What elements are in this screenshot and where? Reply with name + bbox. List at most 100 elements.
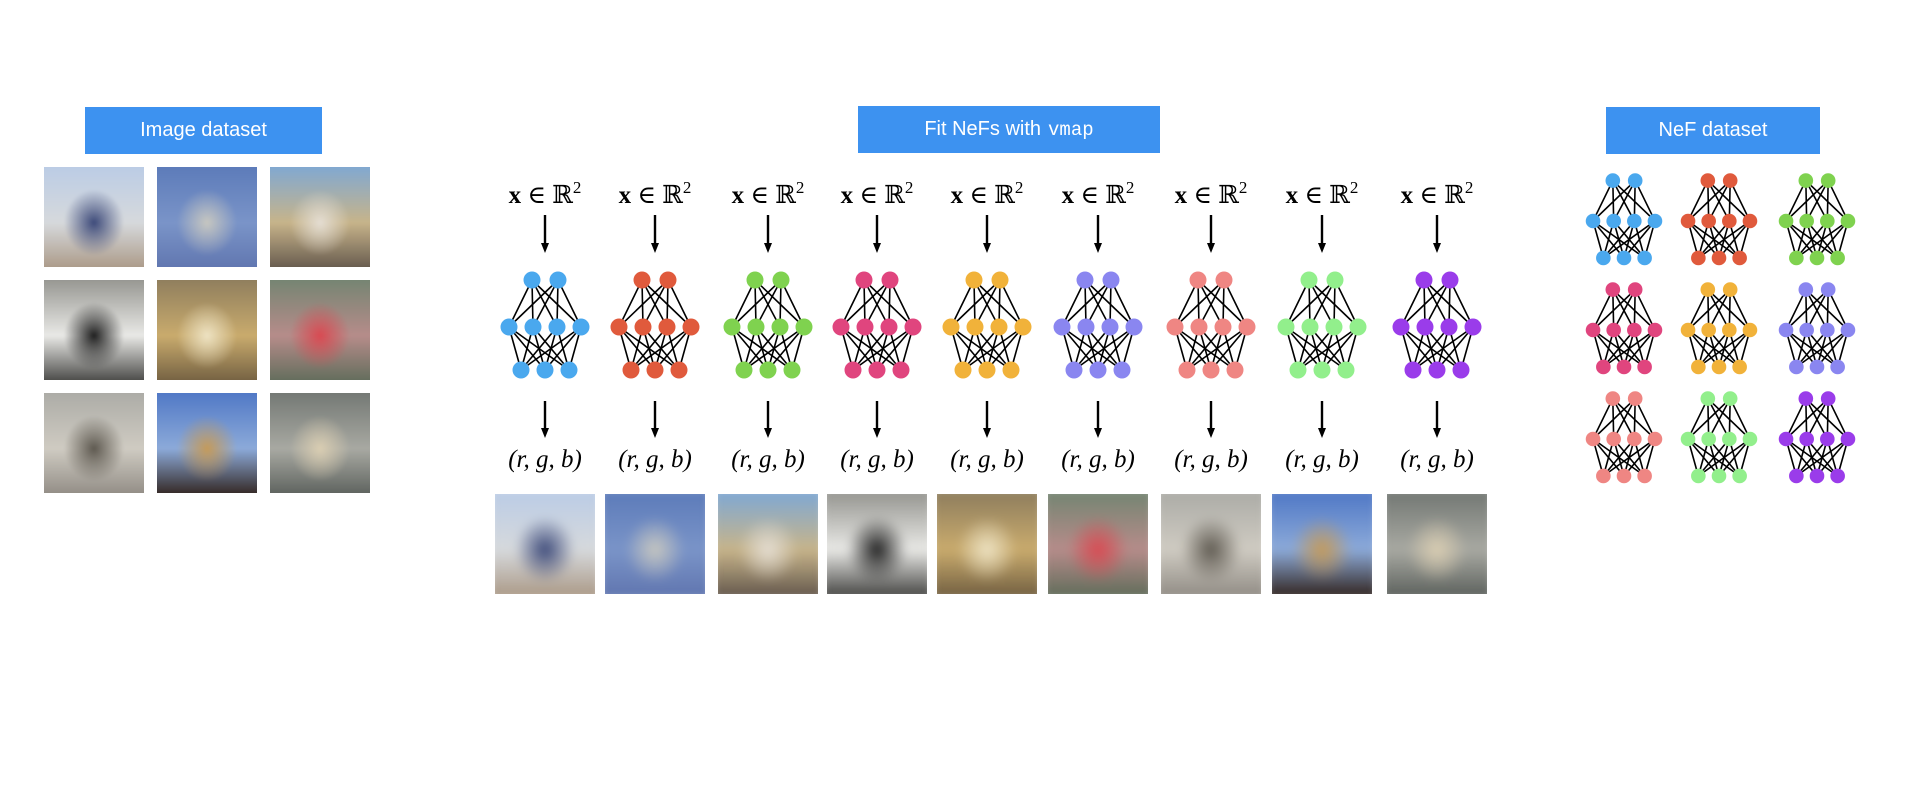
network-node — [610, 318, 628, 336]
network-edge — [667, 279, 692, 328]
network-node — [1799, 431, 1814, 447]
network-node — [904, 318, 922, 336]
network-node — [1799, 213, 1814, 229]
network-edge — [1697, 329, 1751, 368]
network-edge — [1084, 279, 1111, 328]
output-label-4: (r, g, b) — [840, 446, 914, 473]
network-node — [1215, 271, 1233, 289]
nef-dataset-network-8 — [1680, 391, 1758, 484]
network-node — [844, 361, 862, 379]
network-node — [1722, 431, 1737, 447]
network-node — [1606, 431, 1621, 447]
output-label-3: (r, g, b) — [731, 446, 805, 473]
network-edge — [1174, 279, 1225, 328]
network-node — [1809, 468, 1825, 484]
fit-network-5 — [942, 271, 1032, 379]
network-edge — [654, 326, 692, 371]
network-edge — [1602, 329, 1635, 368]
network-node — [1799, 322, 1814, 338]
network-edge — [1602, 438, 1635, 477]
network-edge — [1687, 398, 1731, 440]
network-node — [1830, 359, 1845, 375]
network-node — [659, 271, 677, 289]
reconstruction-decorated-vehicle — [1048, 494, 1148, 594]
network-node — [1701, 431, 1716, 447]
network-node — [1742, 431, 1758, 447]
network-edge — [1424, 279, 1451, 328]
network-edge — [1309, 279, 1336, 328]
network-edge — [532, 279, 559, 328]
fit-nefs-header: Fit NeFs with vmap — [858, 106, 1160, 153]
output-label-1: (r, g, b) — [508, 446, 582, 473]
network-node — [1596, 250, 1611, 266]
network-edge — [1816, 220, 1849, 259]
network-edge — [1602, 220, 1635, 259]
fit-nefs-header-label: Fit NeFs with — [924, 118, 1042, 140]
network-edge — [630, 326, 692, 371]
network-node — [1392, 318, 1410, 336]
network-node — [771, 318, 789, 336]
network-node — [1798, 282, 1814, 297]
nef-dataset-network-4 — [1585, 282, 1663, 375]
network-node — [633, 271, 651, 289]
input-label-5: x ∈ ℝ2 — [951, 178, 1024, 209]
network-node — [572, 318, 590, 336]
reconstruction-bird-on-branch — [1387, 494, 1487, 594]
network-node — [1711, 468, 1727, 484]
network-edge — [889, 279, 914, 328]
network-edge — [520, 326, 558, 371]
network-edge — [1285, 279, 1310, 328]
network-edge — [1687, 398, 1709, 440]
reconstruction-yellow-car-content — [937, 494, 1037, 594]
network-node — [1313, 361, 1331, 379]
fit-network-8 — [1277, 271, 1367, 379]
network-edge — [1805, 180, 1829, 222]
nef-dataset-header-label: NeF dataset — [1658, 119, 1768, 141]
network-edge — [780, 279, 805, 328]
network-node — [1798, 391, 1814, 406]
network-node — [523, 271, 541, 289]
image-airplane-in-sky-content — [157, 167, 257, 267]
network-node — [670, 361, 688, 379]
network-node — [1415, 271, 1433, 289]
network-node — [1820, 282, 1836, 297]
network-edge — [743, 326, 781, 371]
network-edge — [1805, 398, 1829, 440]
reconstruction-airplane-in-sky-content — [605, 494, 705, 594]
network-node — [1190, 318, 1208, 336]
network-edge — [544, 326, 582, 371]
network-edge — [974, 279, 1001, 328]
network-edge — [876, 326, 914, 371]
image-yellow-car-content — [157, 280, 257, 380]
network-node — [1722, 213, 1737, 229]
network-edge — [1707, 398, 1751, 440]
network-edge — [1412, 326, 1450, 371]
reconstruction-decorated-vehicle-content — [1048, 494, 1148, 594]
network-node — [1277, 318, 1295, 336]
input-label-9: x ∈ ℝ2 — [1401, 178, 1474, 209]
network-edge — [1805, 180, 1849, 222]
network-node — [1627, 322, 1642, 338]
network-edge — [1729, 398, 1751, 440]
network-edge — [1198, 279, 1225, 328]
network-node — [1830, 250, 1845, 266]
network-node — [1789, 250, 1804, 266]
network-node — [1605, 282, 1621, 297]
network-edge — [520, 326, 582, 371]
image-bird-closeup-content — [44, 393, 144, 493]
network-edge — [1592, 398, 1636, 440]
network-node — [1700, 173, 1716, 188]
network-node — [1053, 318, 1071, 336]
output-label-5: (r, g, b) — [950, 446, 1024, 473]
network-edge — [1827, 398, 1849, 440]
network-node — [1711, 250, 1727, 266]
network-node — [1404, 361, 1422, 379]
image-airplane-in-sky — [157, 167, 257, 267]
network-edge — [962, 326, 1000, 371]
output-label-6: (r, g, b) — [1061, 446, 1135, 473]
network-edge — [754, 279, 781, 328]
network-edge — [1592, 180, 1636, 222]
network-node — [1700, 391, 1716, 406]
network-node — [524, 318, 542, 336]
nef-dataset-header: NeF dataset — [1606, 107, 1820, 154]
